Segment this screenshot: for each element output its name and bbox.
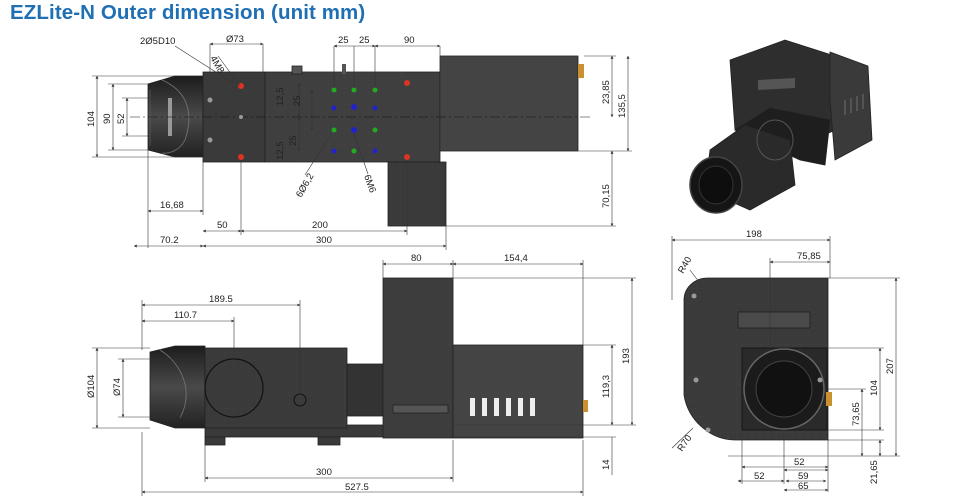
side-lens bbox=[149, 345, 206, 429]
dim-119-3: 119,3 bbox=[601, 375, 612, 398]
dim-70-2: 70.2 bbox=[160, 235, 179, 246]
dim-14: 14 bbox=[601, 459, 612, 470]
dim-23-85: 23,85 bbox=[601, 80, 612, 104]
side-coupling bbox=[346, 363, 384, 417]
front-view: 198 75,85 R40 R70 207 104 73,65 21,65 52… bbox=[671, 229, 900, 492]
dim-59: 59 bbox=[798, 471, 809, 482]
dim-65: 65 bbox=[798, 481, 809, 492]
dim-110-7: 110.7 bbox=[174, 310, 197, 321]
dim-198: 198 bbox=[746, 229, 762, 240]
iso-view bbox=[689, 39, 873, 214]
side-view: 80 154,4 189.5 110.7 Ø104 Ø74 193 119,3 … bbox=[86, 253, 636, 496]
dim-90: 90 bbox=[404, 35, 415, 46]
top-lens bbox=[147, 75, 204, 158]
dim-193: 193 bbox=[621, 348, 632, 364]
dim-104-front: 104 bbox=[869, 380, 880, 396]
dim-21-65: 21,65 bbox=[869, 460, 880, 484]
dim-25b: 25 bbox=[359, 35, 370, 46]
dim-135-5: 135,5 bbox=[617, 94, 628, 118]
top-view: Ø73 2Ø5D10 4M8 25 25 90 12,5 25 25 12,5 … bbox=[86, 34, 632, 250]
dim-d104: Ø104 bbox=[86, 375, 97, 398]
dim-12-5b: 12,5 bbox=[275, 142, 286, 161]
dim-527-5: 527.5 bbox=[345, 482, 369, 493]
dim-d74: Ø74 bbox=[112, 378, 123, 396]
dim-300-top: 300 bbox=[316, 235, 332, 246]
dim-207: 207 bbox=[885, 358, 896, 374]
dim-52-bottom: 52 bbox=[754, 471, 765, 482]
dim-70-15: 70,15 bbox=[601, 184, 612, 208]
callout-6m6: 6M6 bbox=[361, 173, 378, 194]
dim-16-68: 16,68 bbox=[160, 200, 184, 211]
page-title: EZLite-N Outer dimension (unit mm) bbox=[10, 1, 366, 24]
dim-154-4: 154,4 bbox=[504, 253, 528, 264]
dim-90v: 90 bbox=[102, 113, 113, 124]
dim-200: 200 bbox=[312, 220, 328, 231]
callout-6d6-2: 6Ø6,2 bbox=[294, 172, 316, 200]
dim-50: 50 bbox=[217, 220, 228, 231]
dim-75-85: 75,85 bbox=[797, 251, 821, 262]
dim-25c: 25 bbox=[292, 95, 303, 106]
dim-52: 52 bbox=[116, 113, 127, 124]
dim-r70: R70 bbox=[675, 433, 694, 454]
dim-80: 80 bbox=[411, 253, 422, 264]
dim-189-5: 189.5 bbox=[209, 294, 233, 305]
dim-73-65: 73,65 bbox=[851, 402, 862, 426]
dim-104: 104 bbox=[86, 111, 97, 127]
side-vents bbox=[470, 398, 535, 416]
dim-25d: 25 bbox=[288, 135, 299, 146]
dim-d73: Ø73 bbox=[226, 34, 244, 45]
dim-12-5a: 12,5 bbox=[275, 88, 286, 107]
dim-25a: 25 bbox=[338, 35, 349, 46]
dim-52-top: 52 bbox=[794, 457, 805, 468]
callout-2d5d10: 2Ø5D10 bbox=[140, 36, 175, 47]
dim-300-side: 300 bbox=[316, 467, 332, 478]
top-holes bbox=[207, 80, 410, 160]
